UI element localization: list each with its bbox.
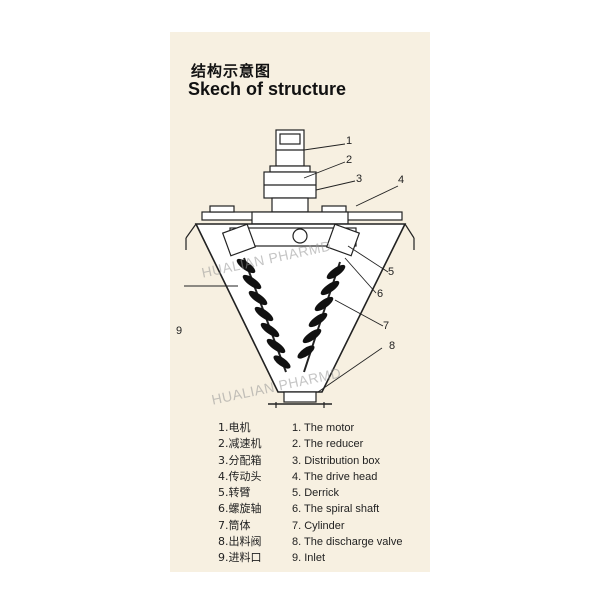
legend-cn-item: 7.筒体	[218, 518, 251, 532]
legend-cn-item: 3.分配箱	[218, 453, 262, 467]
callout-6: 6	[377, 288, 384, 300]
legend-cn-item: 5.转臂	[218, 486, 251, 500]
callout-1: 1	[346, 135, 353, 147]
legend-en-item: 4. The drive head	[292, 470, 378, 483]
callout-2: 2	[346, 154, 353, 166]
legend-en-item: 8. The discharge valve	[292, 536, 403, 549]
legend-chinese: 1.电机 2.减速机 3.分配箱 4.传动头 5.转臂 6.螺旋轴 7.筒体 8…	[218, 420, 262, 567]
legend-cn-item: 9.进料口	[218, 551, 262, 565]
callout-5: 5	[388, 266, 395, 278]
title-english: Skech of structure	[188, 79, 347, 99]
legend-en-item: 1. The motor	[292, 422, 355, 434]
legend-en-item: 2. The reducer	[292, 438, 364, 451]
legend-en-item: 5. Derrick	[292, 487, 340, 500]
callout-7: 7	[383, 320, 390, 332]
callout-9: 9	[176, 325, 183, 337]
discharge-valve	[283, 391, 317, 403]
legend-cn-item: 4.传动头	[218, 469, 262, 483]
legend-en-item: 3. Distribution box	[292, 454, 381, 467]
legend-en-item: 9. Inlet	[292, 552, 326, 565]
legend-en-item: 6. The spiral shaft	[292, 503, 380, 516]
legend-cn-item: 6.螺旋轴	[218, 502, 262, 516]
legend-english: 1. The motor 2. The reducer 3. Distribut…	[292, 420, 402, 567]
legend-cn-item: 2.减速机	[218, 437, 262, 451]
title-chinese: 结构示意图	[191, 62, 272, 80]
legend-cn-item: 8.出料阀	[218, 535, 262, 549]
legend-cn-item: 1.电机	[218, 421, 251, 434]
callout-8: 8	[389, 340, 396, 352]
legend-en-item: 7. Cylinder	[292, 519, 345, 532]
callout-3: 3	[356, 173, 363, 185]
callout-4: 4	[398, 174, 405, 186]
